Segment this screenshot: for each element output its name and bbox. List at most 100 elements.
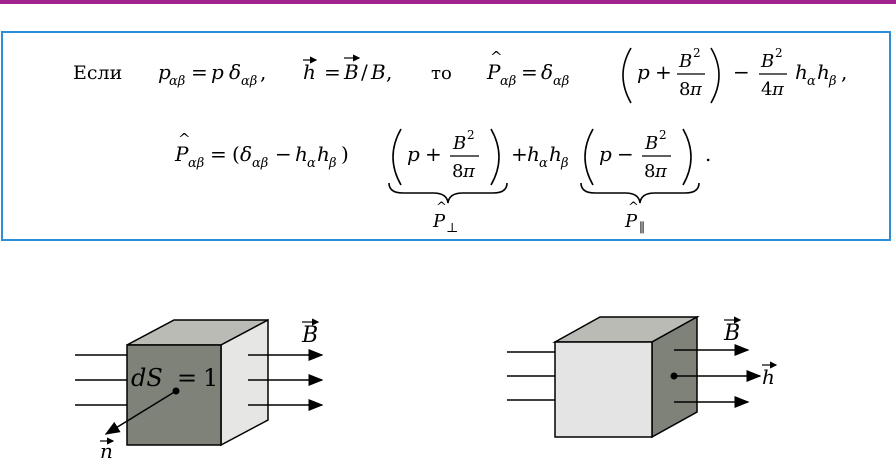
svg-text:^: ^ [436,200,447,215]
svg-text:⊥: ⊥ [446,221,458,236]
word-esli: Если [73,62,122,84]
svg-text:=: = [177,364,197,392]
svg-text:2: 2 [775,46,783,60]
svg-text:αβ: αβ [553,74,569,89]
svg-text:B: B [301,323,318,348]
svg-text:^: ^ [490,48,503,66]
svg-text:δ: δ [229,60,241,84]
svg-text:B: B [370,60,386,84]
right-h-label: h [762,361,778,389]
svg-text:=: = [191,60,208,84]
svg-text:,: , [841,60,847,84]
svg-text:−: − [617,142,634,166]
word-to: то [431,63,452,84]
svg-text:β: β [828,74,837,89]
svg-text:p: p [158,60,171,84]
svg-text:α: α [807,74,816,89]
svg-text:8: 8 [644,161,655,182]
normal-vector-arrow [104,390,177,435]
brace-label-par: P ^ ∥ [624,200,645,236]
svg-text:B: B [644,133,658,154]
svg-text:^: ^ [178,130,191,148]
svg-text:β: β [328,156,337,171]
svg-text:B: B [343,60,359,84]
svg-text:1: 1 [203,364,218,392]
formula-box: Если p αβ = p δ αβ , h = B / B , то P ^ … [1,31,891,241]
svg-text:h: h [762,365,775,389]
svg-text:4: 4 [761,79,772,100]
svg-text:∥: ∥ [639,221,645,236]
eq-p-alpha-beta: p αβ = p δ αβ , [158,60,266,89]
svg-text:=: = [210,142,227,166]
svg-text:=: = [324,60,341,84]
svg-text:αβ: αβ [241,74,257,89]
svg-text:P: P [624,211,638,232]
svg-text:(: ( [232,142,240,166]
underbrace-par [580,182,700,204]
svg-text:β: β [560,156,569,171]
svg-text:π: π [654,161,668,182]
svg-text:B: B [452,133,466,154]
eq-P-hat-decomposition: P ^ αβ = ( δ αβ − h α h β ) p + B 2 8 π … [174,128,711,186]
left-B-label: B [301,318,320,348]
svg-text:+: + [511,142,528,166]
figure-right-cube [507,315,762,439]
svg-text:p: p [599,142,612,166]
svg-text:): ) [341,142,349,166]
left-cube-dS-label: dS [131,364,163,392]
underbrace-perp [388,182,508,204]
svg-text:αβ: αβ [188,156,204,171]
svg-text:αβ: αβ [500,74,516,89]
svg-text:h: h [795,60,808,84]
svg-text:+: + [655,60,672,84]
figures-area: dS = 1 B n B [0,250,896,463]
formula-svg: Если p αβ = p δ αβ , h = B / B , то P ^ … [73,46,847,236]
svg-text:π: π [771,79,785,100]
svg-text:p: p [211,60,224,84]
svg-text:h: h [303,60,316,84]
svg-text:h: h [549,142,562,166]
svg-text:α: α [539,156,548,171]
eq-h-vector: h = B / B , [303,54,392,84]
svg-text:−: − [275,142,292,166]
svg-text:h: h [817,60,830,84]
svg-text:B: B [678,51,692,72]
svg-text:α: α [307,156,316,171]
left-cube-front-face [126,344,222,446]
brace-label-perp: P ^ ⊥ [432,200,458,236]
svg-text:8: 8 [679,79,690,100]
left-n-label: n [100,437,115,463]
svg-text:p: p [637,60,650,84]
svg-text:P: P [486,60,501,84]
svg-text:δ: δ [541,60,553,84]
svg-text:h: h [527,142,540,166]
svg-text:8: 8 [452,161,463,182]
figures-svg: dS = 1 B n B [75,315,778,463]
svg-text:P: P [174,142,189,166]
svg-text:h: h [317,142,330,166]
svg-text:2: 2 [693,46,701,60]
svg-text:/: / [361,60,368,84]
eq-P-hat-definition: P ^ αβ = δ αβ p + B 2 8 π − B 2 4 π h α … [486,46,847,104]
svg-text:π: π [689,79,703,100]
svg-text:2: 2 [659,128,667,142]
svg-text:+: + [425,142,442,166]
svg-text:,: , [386,60,392,84]
top-accent-rule [0,0,896,4]
svg-text:δ: δ [240,142,252,166]
svg-text:.: . [705,142,711,166]
svg-text:αβ: αβ [169,74,185,89]
figure-left-cube: dS = 1 [75,318,324,447]
svg-text:h: h [295,142,308,166]
svg-text:^: ^ [628,200,639,215]
svg-text:P: P [432,211,446,232]
svg-text:p: p [407,142,420,166]
svg-text:B: B [723,321,740,346]
svg-text:αβ: αβ [252,156,268,171]
svg-text:π: π [462,161,476,182]
svg-text:B: B [760,51,774,72]
svg-text:=: = [521,60,538,84]
right-B-label: B [723,316,742,346]
svg-text:−: − [733,60,750,84]
svg-text:,: , [260,60,266,84]
